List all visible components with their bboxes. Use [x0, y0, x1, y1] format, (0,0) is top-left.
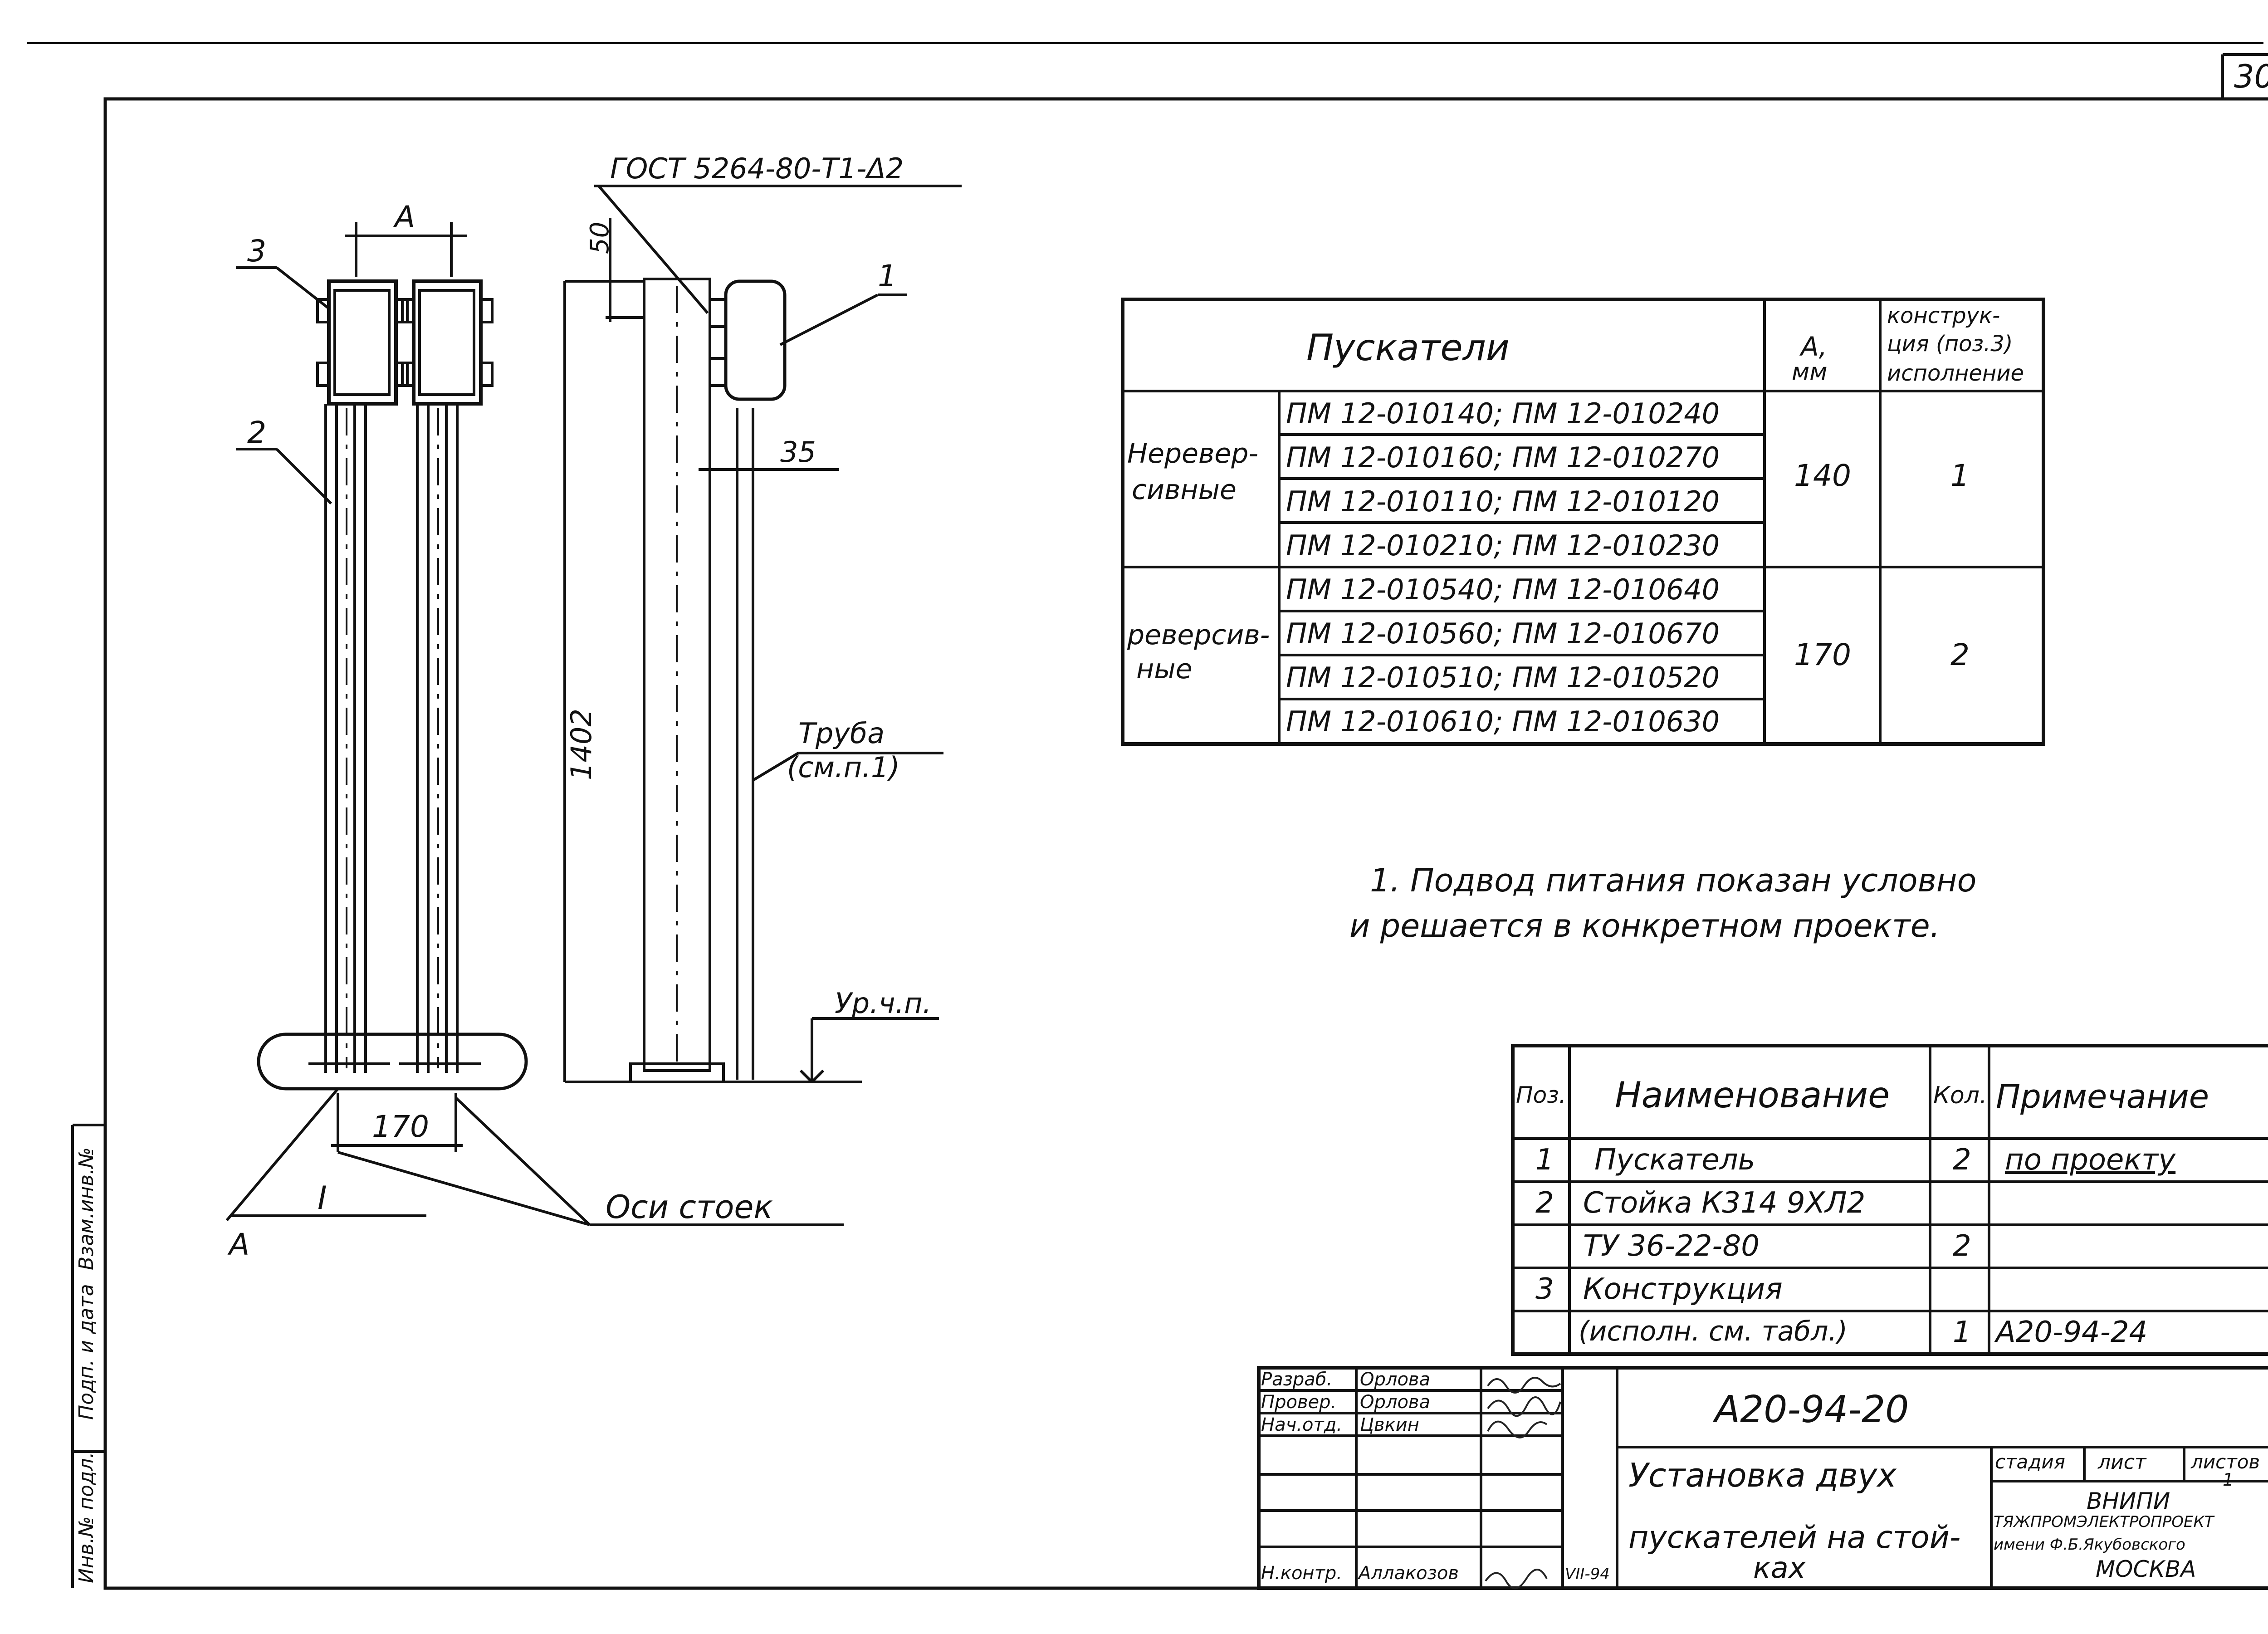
position-1-label: 1: [878, 259, 897, 294]
starter-row: ПМ 12-010560; ПМ 12-010670: [1286, 617, 1720, 650]
title-line-1: Установка двух: [1628, 1456, 1897, 1494]
starter-row: ПМ 12-010140; ПМ 12-010240: [1286, 397, 1720, 430]
side-stamp-line-3: Взам.инв.№: [75, 1147, 98, 1270]
parts-header-qty: Кол.: [1933, 1082, 1987, 1109]
sheets-header: листов: [2191, 1451, 2260, 1473]
weld-note: ГОСТ 5264-80-Т1-Δ2: [610, 152, 904, 185]
title-line-2: пускателей на стой-: [1628, 1520, 1961, 1556]
stage-header: стадия: [1995, 1451, 2065, 1473]
parts-row-name: Конструкция: [1583, 1272, 1783, 1306]
parts-header-name: Наименование: [1615, 1075, 1890, 1116]
starters-header-constr-1: конструк-: [1887, 303, 2000, 328]
parts-header-pos: Поз.: [1516, 1082, 1566, 1108]
parts-row-pos: 2: [1535, 1186, 1554, 1220]
group-label-reversing-2: ные: [1136, 653, 1193, 685]
group-label-nonreversing-2: сивные: [1132, 474, 1237, 506]
tb-name: Орлова: [1360, 1369, 1430, 1390]
parts-row-qty: 2: [1953, 1143, 1971, 1177]
tb-role: Н.контр.: [1261, 1563, 1342, 1584]
side-stamp-line-1: Инв.№ подл.: [75, 1452, 98, 1583]
group-label-nonreversing-1: Неревер-: [1127, 438, 1259, 470]
doc-code: А20-94-20: [1715, 1388, 1909, 1431]
title-line-3: ках: [1753, 1551, 1806, 1585]
position-2-label: 2: [247, 415, 266, 450]
group-label-reversing-1: реверсив-: [1127, 619, 1270, 651]
parts-row-qty: 2: [1953, 1229, 1971, 1263]
pipe-label: Труба: [798, 717, 885, 750]
starter-row: ПМ 12-010510; ПМ 12-010520: [1286, 661, 1720, 694]
parts-row-name: Пускатель: [1594, 1143, 1755, 1177]
dim-170-label: 170: [372, 1109, 429, 1144]
dim-1402-label: 1402: [565, 709, 598, 780]
parts-row-name: (исполн. см. табл.): [1579, 1316, 1848, 1347]
org-line-1: ВНИПИ: [2087, 1488, 2170, 1514]
starters-header-constr-3: исполнение: [1887, 361, 2024, 386]
dim-50-label: 50: [585, 221, 615, 254]
sheet-header: лист: [2098, 1451, 2146, 1474]
note-line-2: и решается в конкретном проекте.: [1349, 907, 1940, 944]
side-stamp-line-2: Подп. и дата: [75, 1284, 98, 1420]
parts-row-pos: 1: [1535, 1143, 1554, 1177]
pipe-note: (см.п.1): [787, 751, 900, 784]
tb-date: VII-94: [1565, 1565, 1610, 1583]
group-construction-value: 2: [1950, 637, 1970, 672]
sheet-number: 30: [2234, 58, 2268, 95]
position-3-label: 3: [247, 234, 266, 269]
tb-role: Провер.: [1261, 1392, 1337, 1413]
tb-role: Разраб.: [1261, 1369, 1333, 1390]
parts-row-name: Стойка К314 9ХЛ2: [1583, 1186, 1866, 1220]
group-a-value: 140: [1794, 458, 1851, 493]
starters-header-a-unit: мм: [1792, 358, 1828, 386]
parts-header-note: Примечание: [1996, 1077, 2209, 1115]
tb-name: Аллакозов: [1359, 1563, 1459, 1584]
starter-row: ПМ 12-010110; ПМ 12-010120: [1286, 485, 1720, 518]
starters-header-constr-2: ция (поз.3): [1887, 331, 2013, 357]
view-roman-label: I: [318, 1179, 327, 1217]
org-line-3: имени Ф.Б.Якубовского: [1994, 1536, 2185, 1554]
parts-row-qty: 1: [1953, 1316, 1971, 1349]
parts-row-note: по проекту: [2005, 1143, 2176, 1177]
sheets-value: 1: [2223, 1470, 2234, 1490]
floor-level-label: Ур.ч.п.: [835, 987, 932, 1020]
starter-row: ПМ 12-010610; ПМ 12-010630: [1286, 705, 1720, 738]
starter-row: ПМ 12-010210; ПМ 12-010230: [1286, 529, 1720, 562]
starters-header-a: А,: [1801, 331, 1828, 362]
tb-name: Цвкин: [1360, 1414, 1419, 1435]
note-line-1: 1. Подвод питания показан условно: [1370, 862, 1977, 899]
view-letter-label: А: [229, 1227, 250, 1262]
group-a-value: 170: [1794, 637, 1851, 672]
org-line-4: МОСКВА: [2096, 1556, 2196, 1582]
starter-row: ПМ 12-010540; ПМ 12-010640: [1286, 573, 1720, 606]
dim-35-label: 35: [780, 435, 816, 469]
parts-row-pos: 3: [1535, 1272, 1554, 1306]
starter-row: ПМ 12-010160; ПМ 12-010270: [1286, 441, 1720, 474]
starters-header-name: Пускатели: [1306, 327, 1510, 369]
dim-a-label: А: [395, 200, 415, 235]
tb-name: Орлова: [1360, 1392, 1430, 1413]
org-line-2: ТЯЖПРОМЭЛЕКТРОПРОЕКТ: [1994, 1513, 2214, 1531]
axis-label: Оси стоек: [606, 1189, 773, 1226]
parts-row-note: А20-94-24: [1996, 1316, 2148, 1349]
group-construction-value: 1: [1950, 458, 1970, 493]
parts-row-name: ТУ 36-22-80: [1583, 1229, 1760, 1263]
tb-role: Нач.отд.: [1261, 1414, 1343, 1435]
